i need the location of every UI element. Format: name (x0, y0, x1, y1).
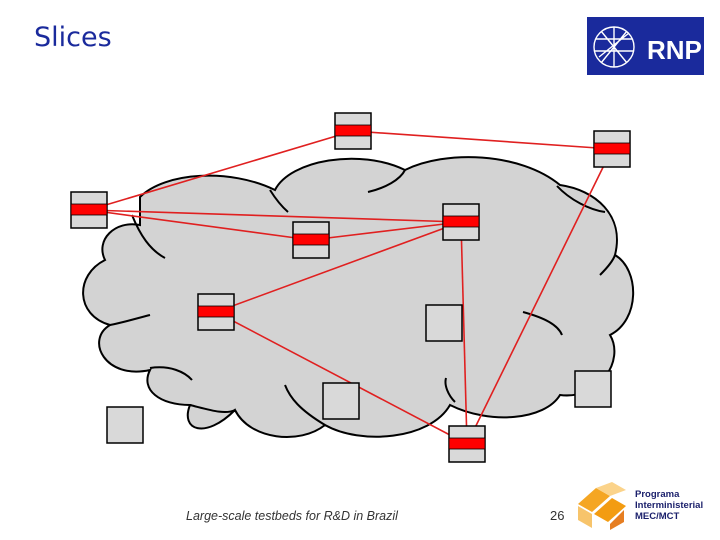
slice-band (442, 215, 480, 228)
cube-logo-icon (578, 482, 626, 530)
node-n4 (292, 221, 330, 259)
node-n9 (322, 382, 360, 420)
slice-link-n1-n2 (352, 130, 613, 150)
slide-title: Slices (34, 22, 112, 53)
node-box (106, 406, 144, 444)
slice-link-n6-n5 (215, 221, 462, 313)
slice-diagram (70, 112, 635, 463)
program-logo-line2: Interministerial (635, 500, 704, 511)
node-box (574, 370, 612, 408)
slice-band (292, 233, 330, 246)
slice-link-n3-n4 (88, 209, 312, 241)
slice-link-n3-n5 (88, 209, 462, 223)
slice-band (197, 305, 235, 318)
node-n10 (106, 406, 144, 444)
program-logo: Programa Interministerial MEC/MCT (574, 482, 714, 532)
node-box (322, 382, 360, 420)
slice-links (88, 130, 613, 445)
footer-caption: Large-scale testbeds for R&D in Brazil (186, 509, 398, 523)
program-logo-line3: MEC/MCT (635, 511, 680, 522)
rnp-logo-text: RNP (647, 35, 702, 65)
node-n7 (448, 425, 486, 463)
cloud-contour-lines (109, 169, 616, 426)
slice-band (70, 203, 108, 216)
program-logo-line1: Programa (635, 489, 680, 500)
slice-link-n1-n3 (88, 130, 354, 211)
slice-link-n2-n7 (466, 148, 613, 445)
node-n1 (334, 112, 372, 150)
node-n11 (574, 370, 612, 408)
node-n2 (593, 130, 631, 168)
slice-band (448, 437, 486, 450)
page-number: 26 (550, 508, 565, 523)
slice-band (593, 142, 631, 155)
node-n5 (442, 203, 480, 241)
node-n6 (197, 293, 235, 331)
slice-band (334, 124, 372, 137)
network-nodes (70, 112, 631, 463)
rnp-logo: RNP (587, 17, 704, 75)
node-box (425, 304, 463, 342)
slice-link-n5-n7 (460, 221, 468, 445)
globe-icon (593, 26, 635, 68)
node-n3 (70, 191, 108, 229)
slice-link-n4-n5 (310, 221, 462, 241)
slice-link-n6-n7 (215, 311, 468, 445)
node-n8 (425, 304, 463, 342)
